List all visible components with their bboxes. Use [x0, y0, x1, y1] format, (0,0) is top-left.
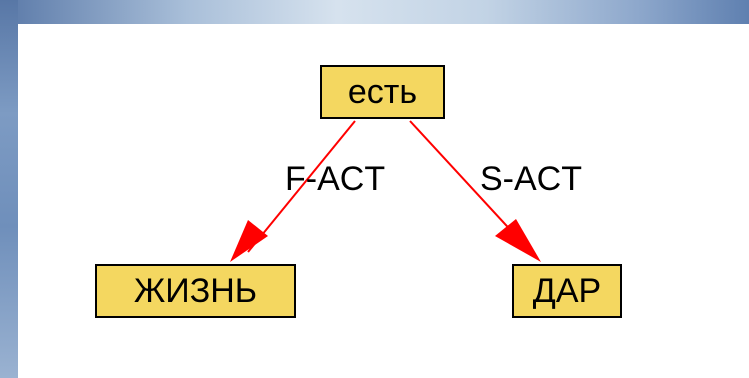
- edge-label-s-act: S-ACT: [480, 160, 582, 198]
- edge-root-to-left: [247, 120, 356, 253]
- node-left-child: ЖИЗНЬ: [95, 264, 296, 318]
- edge-label-f-act: F-ACT: [285, 160, 386, 198]
- diagram-edges: [230, 120, 541, 262]
- arrowhead-left: [230, 220, 268, 262]
- sky-background-left: [0, 0, 18, 378]
- arrowhead-right: [495, 219, 541, 262]
- node-root: есть: [320, 65, 445, 119]
- diagram-canvas: F-ACT S-ACT есть ЖИЗНЬ ДАР: [18, 24, 749, 378]
- node-right-child: ДАР: [512, 264, 622, 318]
